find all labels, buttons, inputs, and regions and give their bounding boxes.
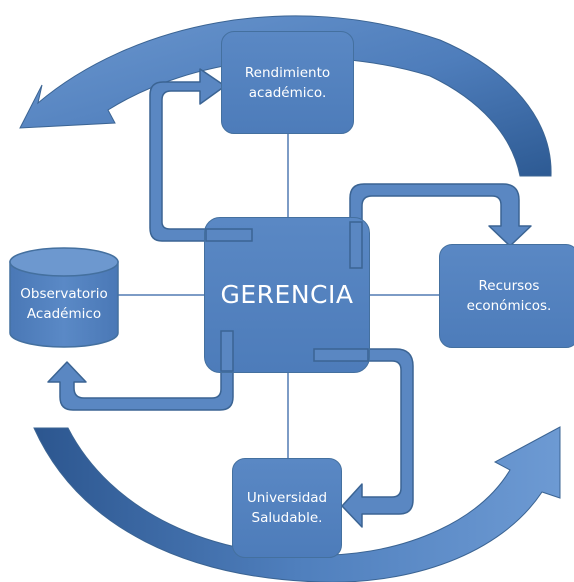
observatorio-cylinder xyxy=(9,247,119,348)
gerencia-box: GERENCIA xyxy=(204,217,370,373)
universidad-line2: Saludable. xyxy=(251,510,323,526)
rendimiento-line2: académico. xyxy=(248,84,327,101)
flow-arrow-to-recursos xyxy=(349,183,532,269)
cylinder-body xyxy=(9,261,119,348)
flow-arrow-to-rendimiento xyxy=(149,68,253,242)
universidad-line1: Universidad xyxy=(246,490,328,506)
cylinder-top xyxy=(9,247,119,277)
universidad-box: Universidad Saludable. xyxy=(232,458,342,558)
bottom-circular-arrow xyxy=(33,426,561,582)
rendimiento-line1: Rendimiento xyxy=(244,64,331,81)
recursos-box: Recursos económicos. xyxy=(439,244,574,348)
flow-arrow-to-observatorio xyxy=(47,330,234,411)
observatorio-label: Observatorio Académico xyxy=(10,270,118,338)
observatorio-line2: Académico xyxy=(26,306,102,322)
flow-arrow-to-universidad xyxy=(313,348,414,528)
recursos-line2: económicos. xyxy=(466,298,552,314)
gerencia-label: GERENCIA xyxy=(220,280,354,309)
connector-lines xyxy=(118,133,441,460)
rendimiento-box: Rendimiento académico. xyxy=(221,31,354,134)
observatorio-line1: Observatorio xyxy=(20,286,108,302)
recursos-line1: Recursos xyxy=(478,278,540,294)
